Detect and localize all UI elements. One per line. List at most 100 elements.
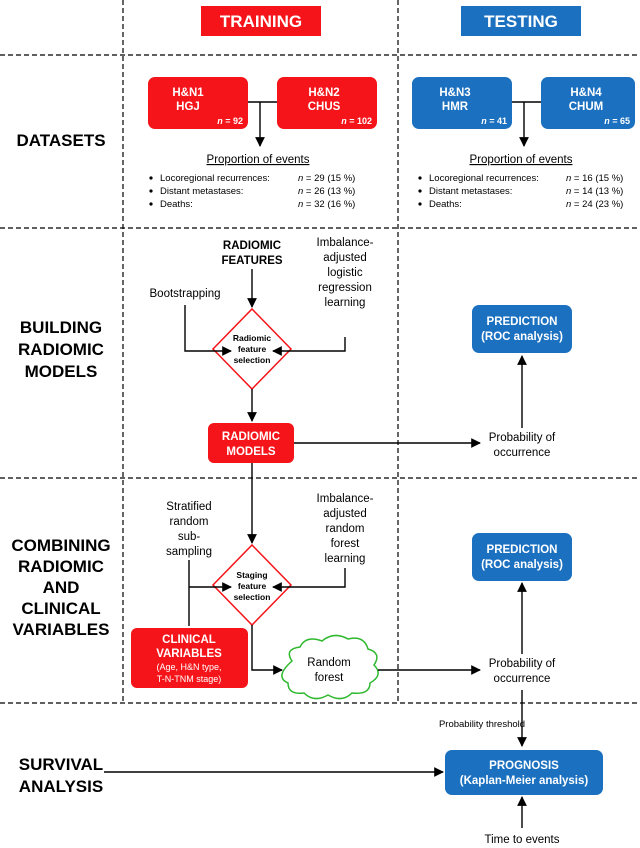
event-label: Locoregional recurrences:	[160, 173, 270, 184]
event-count: n = 14 (13 %)	[566, 186, 623, 197]
box-bg	[208, 423, 294, 463]
label-line: learning	[325, 553, 366, 565]
bullet-icon	[149, 189, 153, 193]
dataset-site: CHUM	[569, 101, 604, 113]
grid-lines	[0, 0, 640, 704]
box-bg	[472, 533, 572, 581]
event-count: n = 32 (16 %)	[298, 199, 355, 210]
dataset-merge-arrow	[512, 101, 541, 146]
label-line: random	[326, 523, 365, 535]
imbalance-forest-label: Imbalance- adjusted random forest learni…	[317, 493, 374, 565]
dataset-name: H&N1	[172, 87, 204, 99]
prognosis-box: PROGNOSIS (Kaplan-Meier analysis)	[445, 750, 603, 795]
label-line: Probability of	[489, 432, 556, 444]
dataset-name: H&N2	[308, 87, 339, 99]
label-line: sub-	[178, 531, 201, 543]
logistic-arrow	[272, 337, 346, 356]
training-header-label: TRAINING	[220, 12, 302, 31]
testing-header-label: TESTING	[484, 12, 558, 31]
event-label: Deaths:	[160, 199, 193, 210]
probability-label-combining: Probability of occurrence	[489, 658, 556, 685]
imbalance-logistic-label: Imbalance- adjusted logistic regression …	[317, 237, 374, 309]
event-count: n = 24 (23 %)	[566, 199, 623, 210]
cloud-shape	[281, 634, 379, 700]
box-bg	[131, 628, 248, 688]
diamond-line: Radiomic	[233, 333, 272, 343]
label-line: Imbalance-	[317, 493, 374, 505]
staging-selection-diamond: Staging feature selection	[211, 543, 293, 627]
diamond-line: feature	[238, 344, 267, 354]
section-combining: COMBINING RADIOMIC AND CLINICAL VARIABLE…	[11, 536, 110, 639]
event-label: Deaths:	[429, 199, 462, 210]
time-to-events-label: Time to events	[485, 834, 560, 846]
clinical-variables-box: CLINICAL VARIABLES (Age, H&N type, T-N-T…	[131, 628, 248, 688]
bullet-icon	[149, 202, 153, 206]
section-label-line: RADIOMIC	[18, 557, 104, 576]
dataset-site: CHUS	[308, 101, 341, 113]
dataset-box-bg	[148, 77, 248, 129]
label-line: random	[170, 516, 209, 528]
bullet-icon	[418, 202, 422, 206]
label-line: occurrence	[494, 673, 551, 685]
box-line: RADIOMIC	[222, 431, 280, 443]
dataset-name: H&N3	[439, 87, 470, 99]
dataset-site: HGJ	[176, 101, 200, 113]
proportion-title: Proportion of events	[470, 154, 573, 166]
section-label-line: SURVIVAL	[19, 755, 103, 774]
event-row: Distant metastases:n = 26 (13 %)	[149, 186, 355, 197]
label-line: logistic	[327, 267, 362, 279]
dataset-box-bg	[277, 77, 377, 129]
bootstrap-arrow	[184, 305, 232, 356]
proportion-title: Proportion of events	[207, 154, 310, 166]
testing-header-box	[461, 6, 581, 36]
section-building: BUILDING RADIOMIC MODELS	[18, 318, 104, 381]
section-survival: SURVIVAL ANALYSIS	[19, 755, 103, 796]
prediction-box-combining: PREDICTION (ROC analysis)	[472, 533, 572, 581]
box-line: PREDICTION	[487, 544, 558, 556]
staging-to-forest-arrow	[251, 625, 283, 675]
section-label-line: DATASETS	[16, 131, 105, 150]
label-line: Imbalance-	[317, 237, 374, 249]
event-row: Deaths: n = 32 (16 %)	[149, 199, 355, 210]
radiomic-selection-diamond: Radiomic feature selection	[211, 307, 293, 391]
dataset-box-hn3: H&N3 HMR n = 41	[412, 77, 512, 129]
probability-label-building: Probability of occurrence	[489, 432, 556, 459]
diamond-line: Staging	[236, 570, 267, 580]
diamond-line: feature	[238, 581, 267, 591]
box-line: CLINICAL	[162, 634, 216, 646]
stratified-label: Stratified random sub- sampling	[166, 501, 212, 558]
box-bg	[445, 750, 603, 795]
diamond-line: selection	[234, 592, 271, 602]
box-line: PREDICTION	[487, 316, 558, 328]
testing-proportions: Proportion of events Locoregional recurr…	[418, 154, 623, 210]
box-line: MODELS	[226, 446, 276, 458]
box-line: (Age, H&N type,	[156, 662, 221, 672]
dataset-merge-arrow	[248, 101, 277, 146]
bullet-icon	[418, 189, 422, 193]
dataset-box-bg	[412, 77, 512, 129]
section-label-line: COMBINING	[11, 536, 110, 555]
cloud-line: Random	[307, 657, 350, 669]
training-header-box	[201, 6, 321, 36]
bullet-icon	[149, 176, 153, 180]
section-label-line: MODELS	[25, 362, 98, 381]
label-line: sampling	[166, 546, 212, 558]
forest-learning-arrow	[272, 568, 346, 592]
testing-header: TESTING	[461, 6, 581, 36]
dataset-box-bg	[541, 77, 635, 129]
dataset-box-hn4: H&N4 CHUM n = 65	[541, 77, 635, 129]
event-count: n = 29 (15 %)	[298, 173, 355, 184]
section-label-line: ANALYSIS	[19, 777, 103, 796]
event-row: Locoregional recurrences:n = 16 (15 %)	[418, 173, 623, 184]
section-label-line: CLINICAL	[21, 599, 100, 618]
random-forest-cloud: Random forest	[281, 634, 379, 700]
box-line: (ROC analysis)	[481, 331, 563, 343]
label-line: adjusted	[323, 252, 366, 264]
event-row: Deaths: n = 24 (23 %)	[418, 199, 623, 210]
section-label-line: VARIABLES	[13, 620, 110, 639]
dataset-count: n = 65	[604, 116, 630, 126]
event-row: Distant metastases:n = 14 (13 %)	[418, 186, 623, 197]
radiomic-features-label: RADIOMIC FEATURES	[221, 240, 282, 267]
section-label-line: RADIOMIC	[18, 340, 104, 359]
cloud-line: forest	[315, 672, 345, 684]
